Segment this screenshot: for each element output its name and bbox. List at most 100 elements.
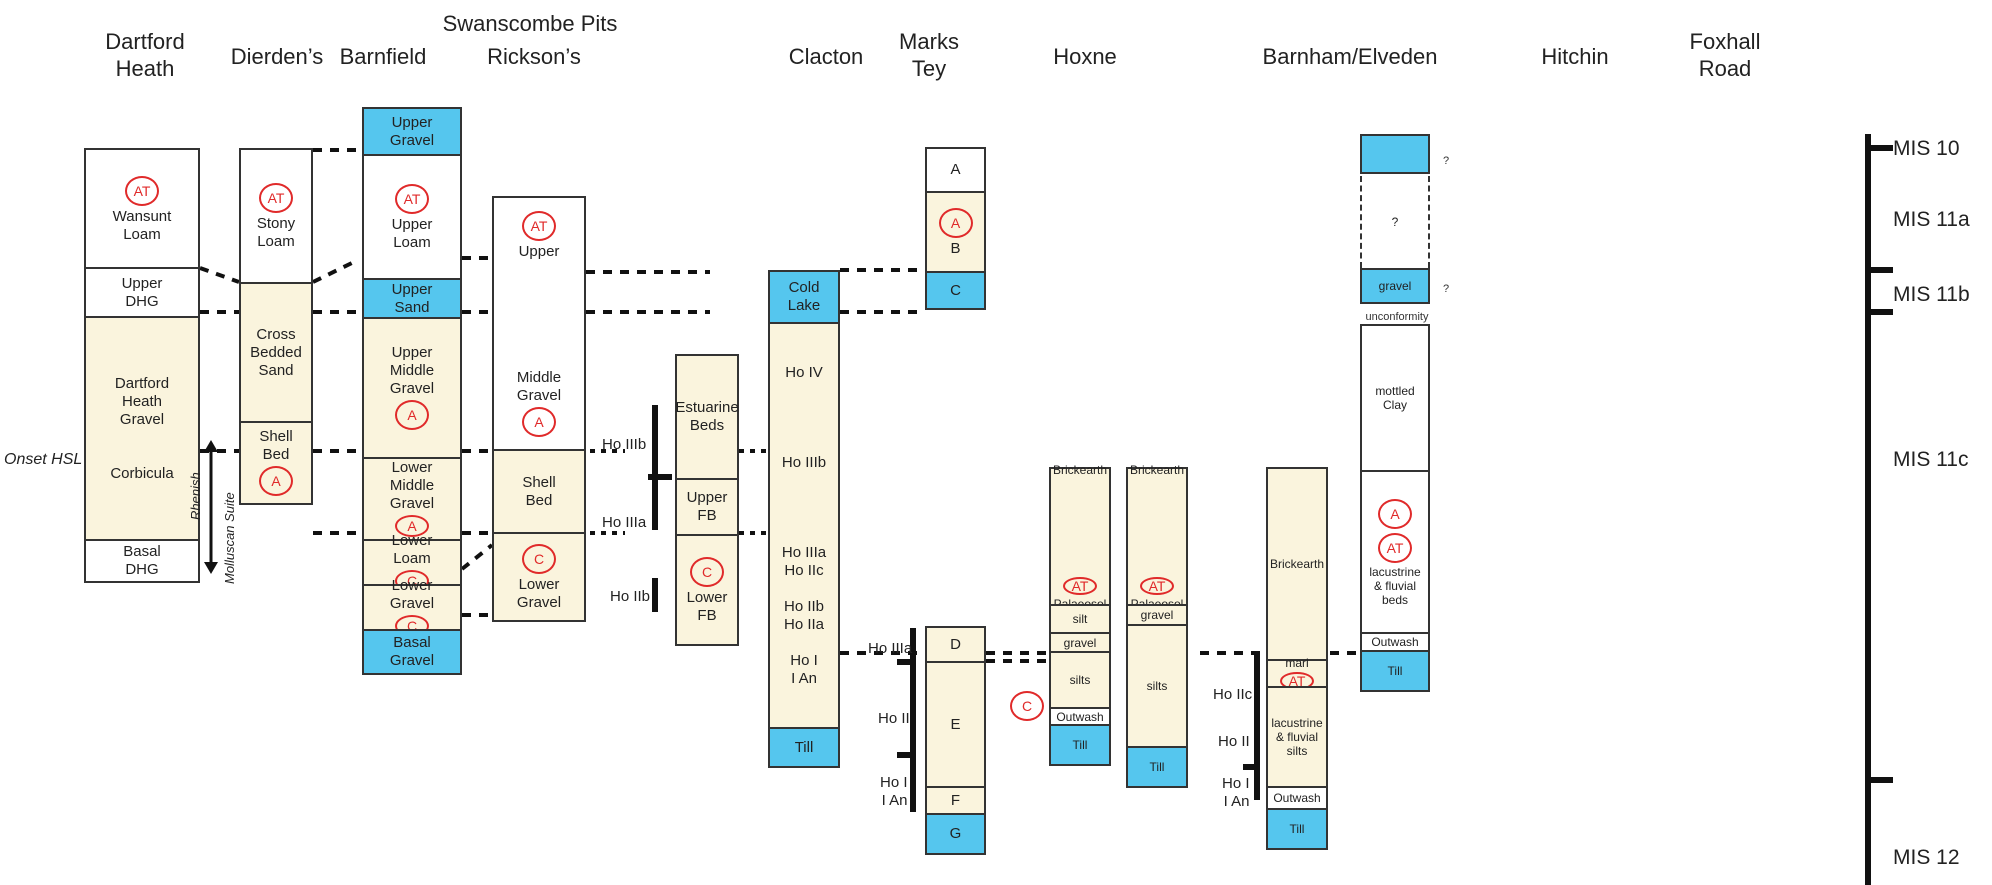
stratum-label: Brickearth — [1129, 462, 1185, 477]
stratum-hitchin-4: Outwash — [1266, 786, 1328, 810]
stratum-dierdens-2: Cross Bedded Sand — [239, 282, 313, 423]
stratum-label: Till — [794, 738, 814, 756]
marker-a-circle: A — [395, 400, 429, 430]
site-header-marks-tey: Marks Tey — [899, 29, 959, 81]
stratum-label: Upper DHG — [121, 274, 163, 310]
stratum-label: A — [950, 161, 961, 178]
stratum-foxhall-gap-1: ? — [1360, 176, 1430, 268]
stratum-hoxne-lower-3: F — [925, 786, 986, 815]
stratum-label: Ho IV Ho IIIb Ho IIIa Ho IIc Ho IIb Ho I… — [781, 363, 827, 687]
stratum-label: Upper FB — [686, 489, 728, 524]
stratum-label: Lower Gravel — [389, 576, 435, 612]
site-header-barnham-elveden: Barnham/Elveden — [1262, 44, 1438, 69]
stratum-hitchin-5: Till — [1266, 808, 1328, 850]
arrow-up-icon — [204, 440, 218, 452]
question-mark-gravel: ? — [1443, 283, 1450, 295]
stratum-barnham2-3: silts — [1126, 624, 1188, 748]
marker-a-circle: A — [259, 466, 293, 496]
stratum-barnfield-3: Upper Sand — [362, 278, 462, 319]
stratum-barnham2-4: Till — [1126, 746, 1188, 788]
stratum-label: Dartford Heath Gravel Corbicula — [110, 374, 174, 482]
correlation-line — [312, 258, 359, 284]
stratum-barnham1-6: Till — [1049, 724, 1111, 766]
mis-12-label: MIS 12 — [1893, 846, 1960, 869]
marker-a-circle: A — [938, 208, 973, 238]
stratum-label: silts — [1146, 679, 1168, 693]
stratum-label: B — [950, 240, 961, 257]
correlation-line — [199, 266, 240, 284]
stratum-hitchin-3: lacustrine & fluvial silts — [1266, 686, 1328, 788]
site-header-hoxne: Hoxne — [1053, 44, 1117, 69]
stratum-foxhall-gravel-1: gravel — [1360, 268, 1430, 304]
marker-at-circle: AT — [1378, 533, 1412, 563]
stratum-marks-tey-2: Ho IV Ho IIIb Ho IIIa Ho IIc Ho IIb Ho I… — [768, 322, 840, 729]
stratum-label: mottled Clay — [1375, 384, 1415, 412]
hitchin-pollen-ho-i: Ho I I An — [1222, 775, 1250, 810]
marker-at-circle: AT — [259, 183, 293, 213]
stratum-label: gravel — [1140, 608, 1174, 622]
stratum-dartford-4: Basal DHG — [84, 539, 200, 583]
marker-at-circle: AT — [395, 184, 429, 214]
stratum-label: Brickearth — [1052, 462, 1108, 477]
stratum-label: Upper Sand — [391, 280, 433, 316]
stratum-foxhall-4: Till — [1360, 650, 1430, 692]
stratum-label: Basal Gravel — [389, 634, 435, 669]
stratum-hoxne-upper-3: C — [925, 271, 986, 310]
stratum-dartford-2: Upper DHG — [84, 267, 200, 318]
site-header-ricksons: Rickson’s — [487, 44, 581, 69]
stratum-label: Basal DHG — [123, 543, 161, 578]
stratum-label: Brickearth — [1269, 557, 1325, 571]
stratum-label: G — [949, 825, 962, 842]
stratum-label: E — [950, 715, 961, 733]
marker-a-circle: A — [395, 515, 429, 537]
stratum-label: gravel — [1063, 635, 1097, 650]
marker-c-circle: C — [522, 544, 556, 574]
stratum-label: Stony Loam — [256, 215, 296, 250]
marker-c-circle: C — [690, 557, 724, 587]
clacton-pollen-ho-iib: Ho IIb — [610, 588, 651, 605]
stratum-label: C — [950, 281, 961, 299]
unconformity-label: unconformity — [1365, 311, 1429, 323]
stratum-barnham1-5: Outwash — [1049, 707, 1111, 726]
site-header-dartford-heath: Dartford Heath — [105, 29, 185, 81]
stratum-label: gravel — [1378, 279, 1412, 293]
marker-at-circle: AT — [522, 210, 556, 241]
stratum-foxhall-3: Outwash — [1360, 632, 1430, 652]
marker-a-circle: A — [1378, 499, 1412, 529]
arrow-down-icon — [204, 562, 218, 574]
site-header-clacton: Clacton — [788, 44, 864, 69]
stratum-barnham1-3: gravel — [1049, 632, 1111, 653]
stratum-barnfield-1: Upper Gravel — [362, 107, 462, 156]
swanscombe-pits-title: Swanscombe Pits — [442, 11, 618, 36]
stratum-marks-tey-1: Cold Lake — [768, 270, 840, 324]
stratum-label: Upper Loam — [391, 216, 433, 251]
marker-at-circle: AT — [125, 175, 159, 206]
stratum-label: Lower Loam — [391, 531, 433, 567]
stratum-label: Upper Middle Gravel — [516, 242, 562, 404]
marker-at-circle: AT — [1063, 576, 1097, 595]
stratum-hoxne-lower-4: G — [925, 813, 986, 855]
hoxne-pollen-ho-iiia: Ho IIIa — [868, 640, 913, 657]
clacton-pollen-ho-iiia: Ho IIIa — [602, 514, 647, 531]
stratum-dartford-3: Dartford Heath Gravel Corbicula — [84, 316, 200, 541]
stratum-label: Upper Middle Gravel — [389, 344, 435, 397]
stratum-barnfield-8: Basal Gravel — [362, 629, 462, 675]
stratum-label: Outwash — [1371, 635, 1419, 649]
clacton-pollen-ho-iiib: Ho IIIb — [602, 436, 647, 453]
stratum-barnham2-1: Brickearth ATPalaeosol — [1126, 463, 1188, 611]
stratum-label: silts — [1069, 673, 1091, 687]
stratum-hoxne-lower-1: D — [925, 626, 986, 663]
stratum-hitchin-1: Brickearth — [1266, 467, 1328, 661]
stratum-label: silt — [1072, 612, 1088, 626]
molluscan-suite-label: Molluscan Suite — [222, 492, 237, 584]
stratum-label: Upper Gravel — [389, 113, 435, 149]
hitchin-pollen-ho-iic: Ho IIc — [1213, 686, 1253, 703]
